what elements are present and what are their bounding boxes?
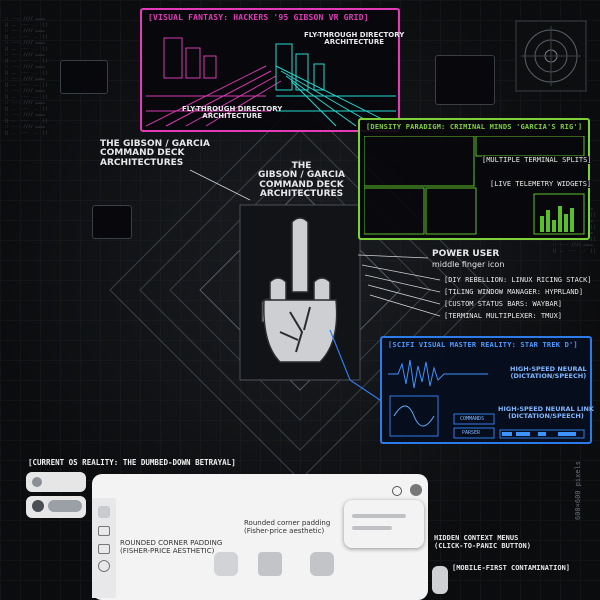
settings-icon[interactable]	[98, 560, 110, 572]
panel-title: [DENSITY PARADIGM: CRIMINAL MINDS 'GARCI…	[366, 123, 583, 131]
left-code-column: :: ---- //// ==== :: || .. --- .. || :: …	[4, 16, 48, 135]
hackers-panel: [VISUAL FANTASY: HACKERS '95 GIBSON VR G…	[140, 8, 404, 132]
current-os-title: [CURRENT OS REALITY: THE DUMBED-DOWN BET…	[28, 458, 236, 467]
telemetry-tag: [LIVE TELEMETRY WIDGETS]	[490, 180, 592, 188]
commands-label: COMMANDS	[460, 416, 485, 422]
menu-item[interactable]	[352, 526, 392, 530]
parser-label: PARSER	[462, 430, 481, 436]
rounded-corner-caption-right: Rounded corner padding (Fisher-price aes…	[244, 519, 331, 535]
multiplexer-tag: [TERMINAL MULTIPLEXER: TMUX]	[444, 312, 563, 320]
criminal-minds-panel: [DENSITY PARADIGM: CRIMINAL MINDS 'GARCI…	[358, 118, 592, 240]
notification-icon[interactable]	[392, 486, 402, 496]
rounded-corner-caption-left: ROUNDED CORNER PADDING (FISHER-PRICE AES…	[120, 539, 223, 555]
panel-title: [SCIFI VISUAL MASTER REALITY: STAR TREK …	[388, 341, 578, 349]
terminal-splits-tag: [MULTIPLE TERMINAL SPLITS]	[482, 156, 592, 164]
mobile-widget	[432, 566, 448, 594]
mock-widget	[26, 472, 86, 492]
watermark: 600×600 pixels	[574, 460, 582, 520]
folder-icon[interactable]	[98, 544, 110, 554]
fly-through-label-top: FLY-THROUGH DIRECTORY ARCHITECTURE	[304, 31, 405, 47]
hidden-menus-label: HIDDEN CONTEXT MENUS (CLICK-TO-PANIC BUT…	[434, 534, 531, 551]
middle-finger-icon	[261, 217, 338, 363]
decor-window	[60, 60, 108, 94]
user-icon	[32, 500, 44, 512]
radar-widget	[515, 20, 587, 92]
mock-tile[interactable]	[310, 552, 334, 576]
folder-icon[interactable]	[258, 552, 282, 576]
mock-pill	[48, 500, 82, 512]
fly-through-label-bottom: FLY-THROUGH DIRECTORY ARCHITECTURE	[182, 105, 283, 121]
vr-grid-visual	[146, 37, 396, 127]
tiling-wm-tag: [TILING WINDOW MANAGER: HYPRLAND]	[444, 288, 584, 296]
mobile-first-label: [MOBILE-FIRST CONTAMINATION]	[452, 564, 571, 572]
neural-label-1: HIGH-SPEED NEURAL (DICTATION/SPEECH)	[510, 365, 587, 380]
mock-tile[interactable]	[214, 552, 238, 576]
gibson-label-center: THE GIBSON / GARCIA COMMAND DECK ARCHITE…	[258, 161, 346, 200]
neural-label-2: HIGH-SPEED NEURAL LINK (DICTATION/SPEECH…	[498, 405, 594, 420]
menu-item[interactable]	[352, 514, 406, 518]
power-user-sublabel: middle finger icon	[432, 260, 505, 269]
decor-window	[92, 205, 132, 239]
avatar[interactable]	[410, 484, 422, 496]
alert-icon	[32, 477, 42, 487]
home-icon[interactable]	[98, 506, 110, 518]
diy-rebellion-tag: [DIY REBELLION: LINUX RICING STACK]	[444, 276, 592, 284]
context-menu[interactable]	[344, 500, 424, 548]
power-user-label: POWER USER	[432, 249, 500, 259]
decor-window	[435, 55, 495, 105]
status-bars-tag: [CUSTOM STATUS BARS: WAYBAR]	[444, 300, 563, 308]
folder-icon[interactable]	[98, 526, 110, 536]
gibson-label-left: THE GIBSON / GARCIA COMMAND DECK ARCHITE…	[100, 139, 210, 168]
neural-waveform	[388, 359, 585, 439]
star-trek-panel: [SCIFI VISUAL MASTER REALITY: STAR TREK …	[380, 336, 594, 444]
panel-title: [VISUAL FANTASY: HACKERS '95 GIBSON VR G…	[148, 13, 369, 22]
